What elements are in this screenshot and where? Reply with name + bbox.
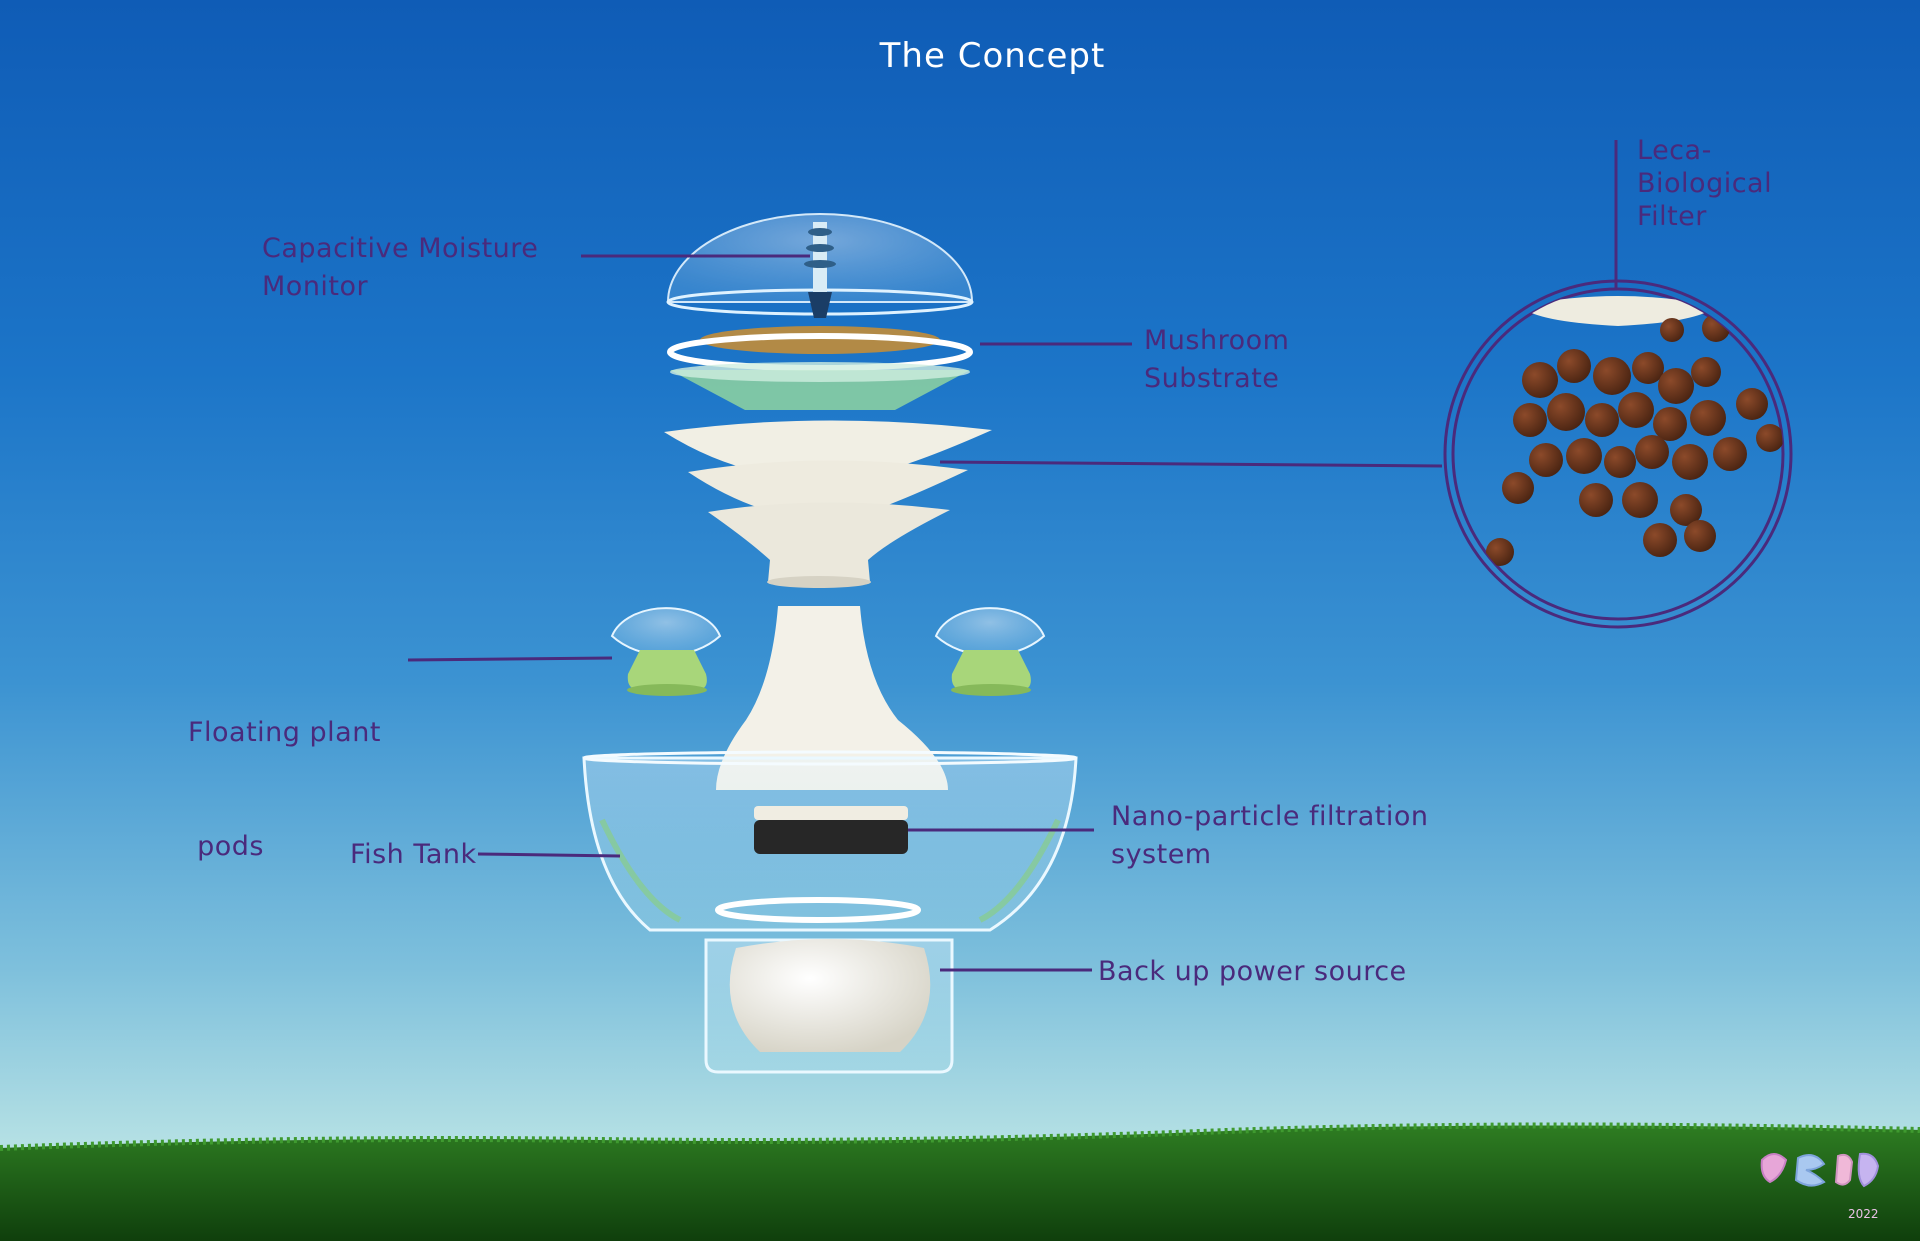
label-line: Fish Tank bbox=[350, 839, 477, 870]
label-line: Mushroom bbox=[1144, 325, 1290, 356]
floating-pod-right bbox=[934, 607, 1046, 696]
leca-magnifier bbox=[1443, 279, 1793, 629]
floating-pod-left bbox=[610, 607, 722, 696]
label-leca-biological-filter: Leca- Biological Filter bbox=[1637, 134, 1772, 233]
fish-tank bbox=[582, 750, 1078, 932]
central-column bbox=[716, 606, 948, 790]
page-title: The Concept bbox=[879, 36, 1106, 76]
label-line: system bbox=[1111, 839, 1212, 870]
label-line: Capacitive Moisture bbox=[262, 233, 539, 264]
label-fish-tank: Fish Tank bbox=[350, 836, 477, 874]
label-capacitive-moisture-monitor: Capacitive Moisture Monitor bbox=[262, 230, 538, 306]
leader-trays bbox=[939, 460, 1443, 468]
label-line: Substrate bbox=[1144, 363, 1280, 394]
label-line: pods bbox=[188, 831, 264, 862]
label-nano-particle-filtration: Nano-particle filtration system bbox=[1111, 798, 1429, 874]
label-line: Back up power source bbox=[1098, 956, 1407, 987]
label-line: Leca- bbox=[1637, 135, 1712, 166]
filter-trays bbox=[664, 420, 992, 588]
leader-tank bbox=[477, 852, 621, 858]
label-line: Nano-particle filtration bbox=[1111, 801, 1429, 832]
logo-year: 2022 bbox=[1848, 1207, 1879, 1221]
logo-mark-icon: 2022 bbox=[1760, 1152, 1880, 1221]
label-line: Floating plant bbox=[188, 717, 381, 748]
label-line: Biological bbox=[1637, 168, 1773, 199]
label-mushroom-substrate: Mushroom Substrate bbox=[1144, 322, 1289, 398]
grass bbox=[0, 1122, 1920, 1241]
power-source bbox=[704, 938, 954, 1074]
label-line: Monitor bbox=[262, 271, 369, 302]
leader-lines bbox=[407, 140, 1618, 972]
leca-balls bbox=[1486, 314, 1783, 566]
dome bbox=[666, 213, 974, 318]
label-line: Filter bbox=[1637, 201, 1707, 232]
label-floating-plant-pods: Floating plant pods bbox=[188, 638, 381, 942]
label-back-up-power-source: Back up power source bbox=[1098, 953, 1407, 991]
leader-pods bbox=[407, 656, 613, 662]
mushroom-substrate bbox=[667, 326, 973, 410]
brand-logo: 2022 bbox=[1752, 1140, 1902, 1230]
